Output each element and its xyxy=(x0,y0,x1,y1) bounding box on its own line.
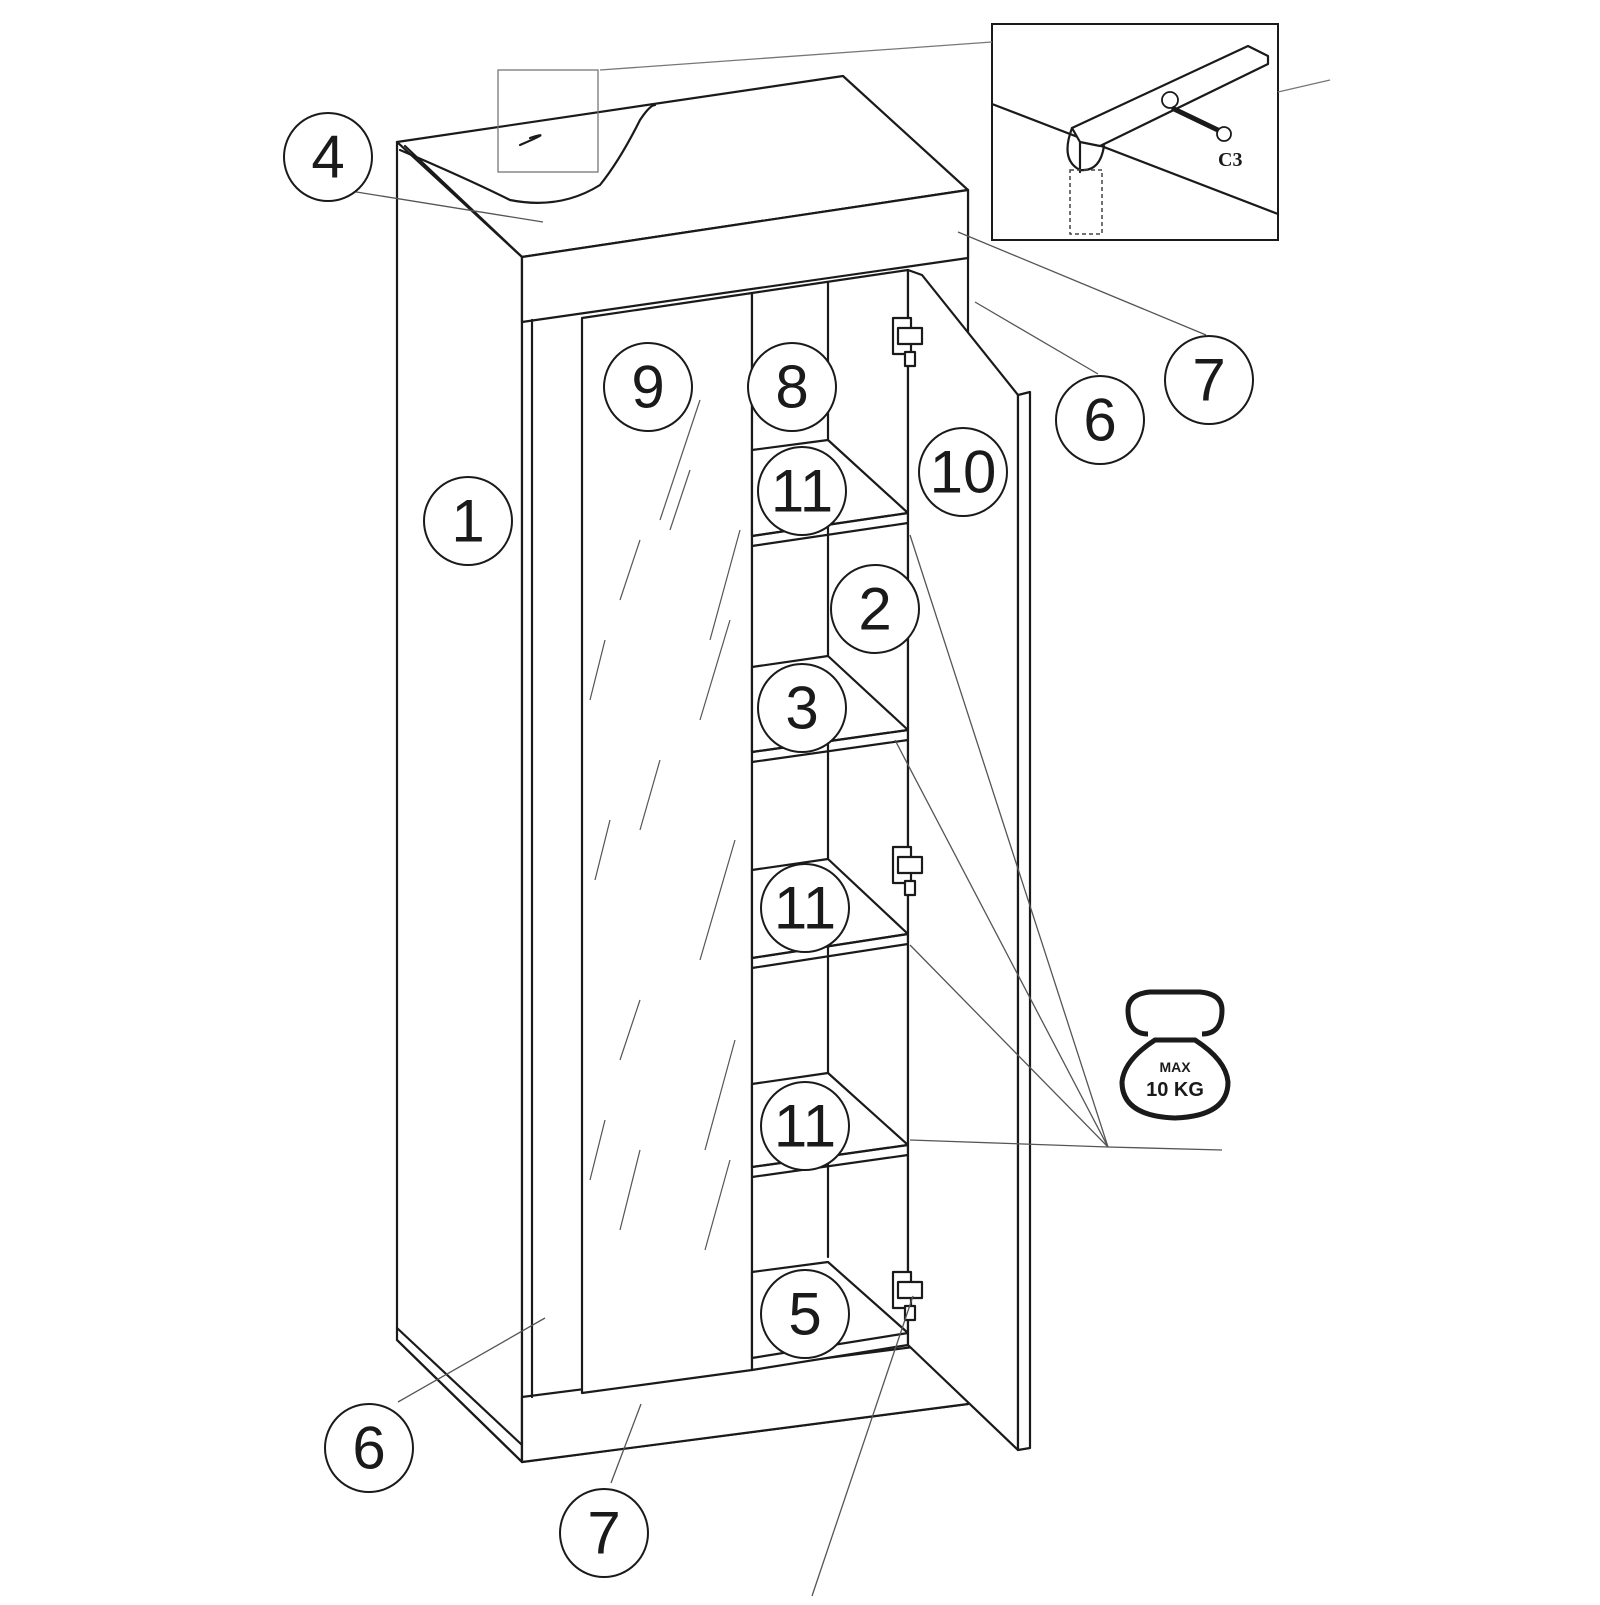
svg-text:5: 5 xyxy=(788,1281,821,1348)
svg-text:7: 7 xyxy=(1192,347,1225,414)
callout-9: 9 xyxy=(603,342,693,432)
callout-11-upper: 11 xyxy=(757,446,847,536)
hinge-top xyxy=(891,316,924,368)
callout-7-top: 7 xyxy=(1164,335,1254,425)
callout-2: 2 xyxy=(830,564,920,654)
svg-text:3: 3 xyxy=(785,675,818,742)
svg-text:8: 8 xyxy=(775,354,808,421)
callout-7-bottom: 7 xyxy=(559,1488,649,1578)
back-panel xyxy=(750,268,910,1372)
svg-text:7: 7 xyxy=(587,1500,620,1567)
top-rail xyxy=(520,188,970,324)
svg-text:11: 11 xyxy=(774,875,836,942)
mirror-panel xyxy=(580,291,754,1395)
callout-3: 3 xyxy=(757,663,847,753)
svg-text:1: 1 xyxy=(451,488,484,555)
mirror-reflection xyxy=(589,399,741,1251)
svg-text:6: 6 xyxy=(352,1415,385,1482)
svg-text:2: 2 xyxy=(858,576,891,643)
callout-10: 10 xyxy=(918,427,1008,517)
weight-max-label: MAX xyxy=(1159,1059,1191,1075)
svg-text:11: 11 xyxy=(774,1093,836,1160)
svg-text:6: 6 xyxy=(1083,387,1116,454)
svg-text:11: 11 xyxy=(771,458,833,525)
callout-6-top: 6 xyxy=(1055,375,1145,465)
hinge-bottom xyxy=(891,1270,924,1322)
top-cutaway xyxy=(398,103,657,204)
callout-1: 1 xyxy=(423,476,513,566)
callout-11-lower: 11 xyxy=(760,1081,850,1171)
detail-source-box xyxy=(497,69,599,173)
callout-6-bottom: 6 xyxy=(324,1403,414,1493)
leader-lines xyxy=(343,189,1223,1597)
callout-4: 4 xyxy=(283,112,373,202)
svg-text:10: 10 xyxy=(930,439,997,506)
callout-11-middle: 11 xyxy=(760,863,850,953)
detail-inset: C3 xyxy=(990,23,1280,241)
callout-8: 8 xyxy=(747,342,837,432)
screw-head-icon xyxy=(1161,91,1179,109)
hinge-middle xyxy=(891,845,924,897)
left-side-panel xyxy=(395,140,524,1464)
callout-5: 5 xyxy=(760,1269,850,1359)
door-edge xyxy=(1016,390,1032,1452)
svg-text:9: 9 xyxy=(631,354,664,421)
screw-label: C3 xyxy=(1218,149,1242,171)
screw-icon xyxy=(1170,105,1224,135)
svg-text:4: 4 xyxy=(311,124,344,191)
weight-value-label: 10 KG xyxy=(1146,1079,1204,1101)
weight-icon: MAX 10 KG xyxy=(1119,989,1231,1121)
